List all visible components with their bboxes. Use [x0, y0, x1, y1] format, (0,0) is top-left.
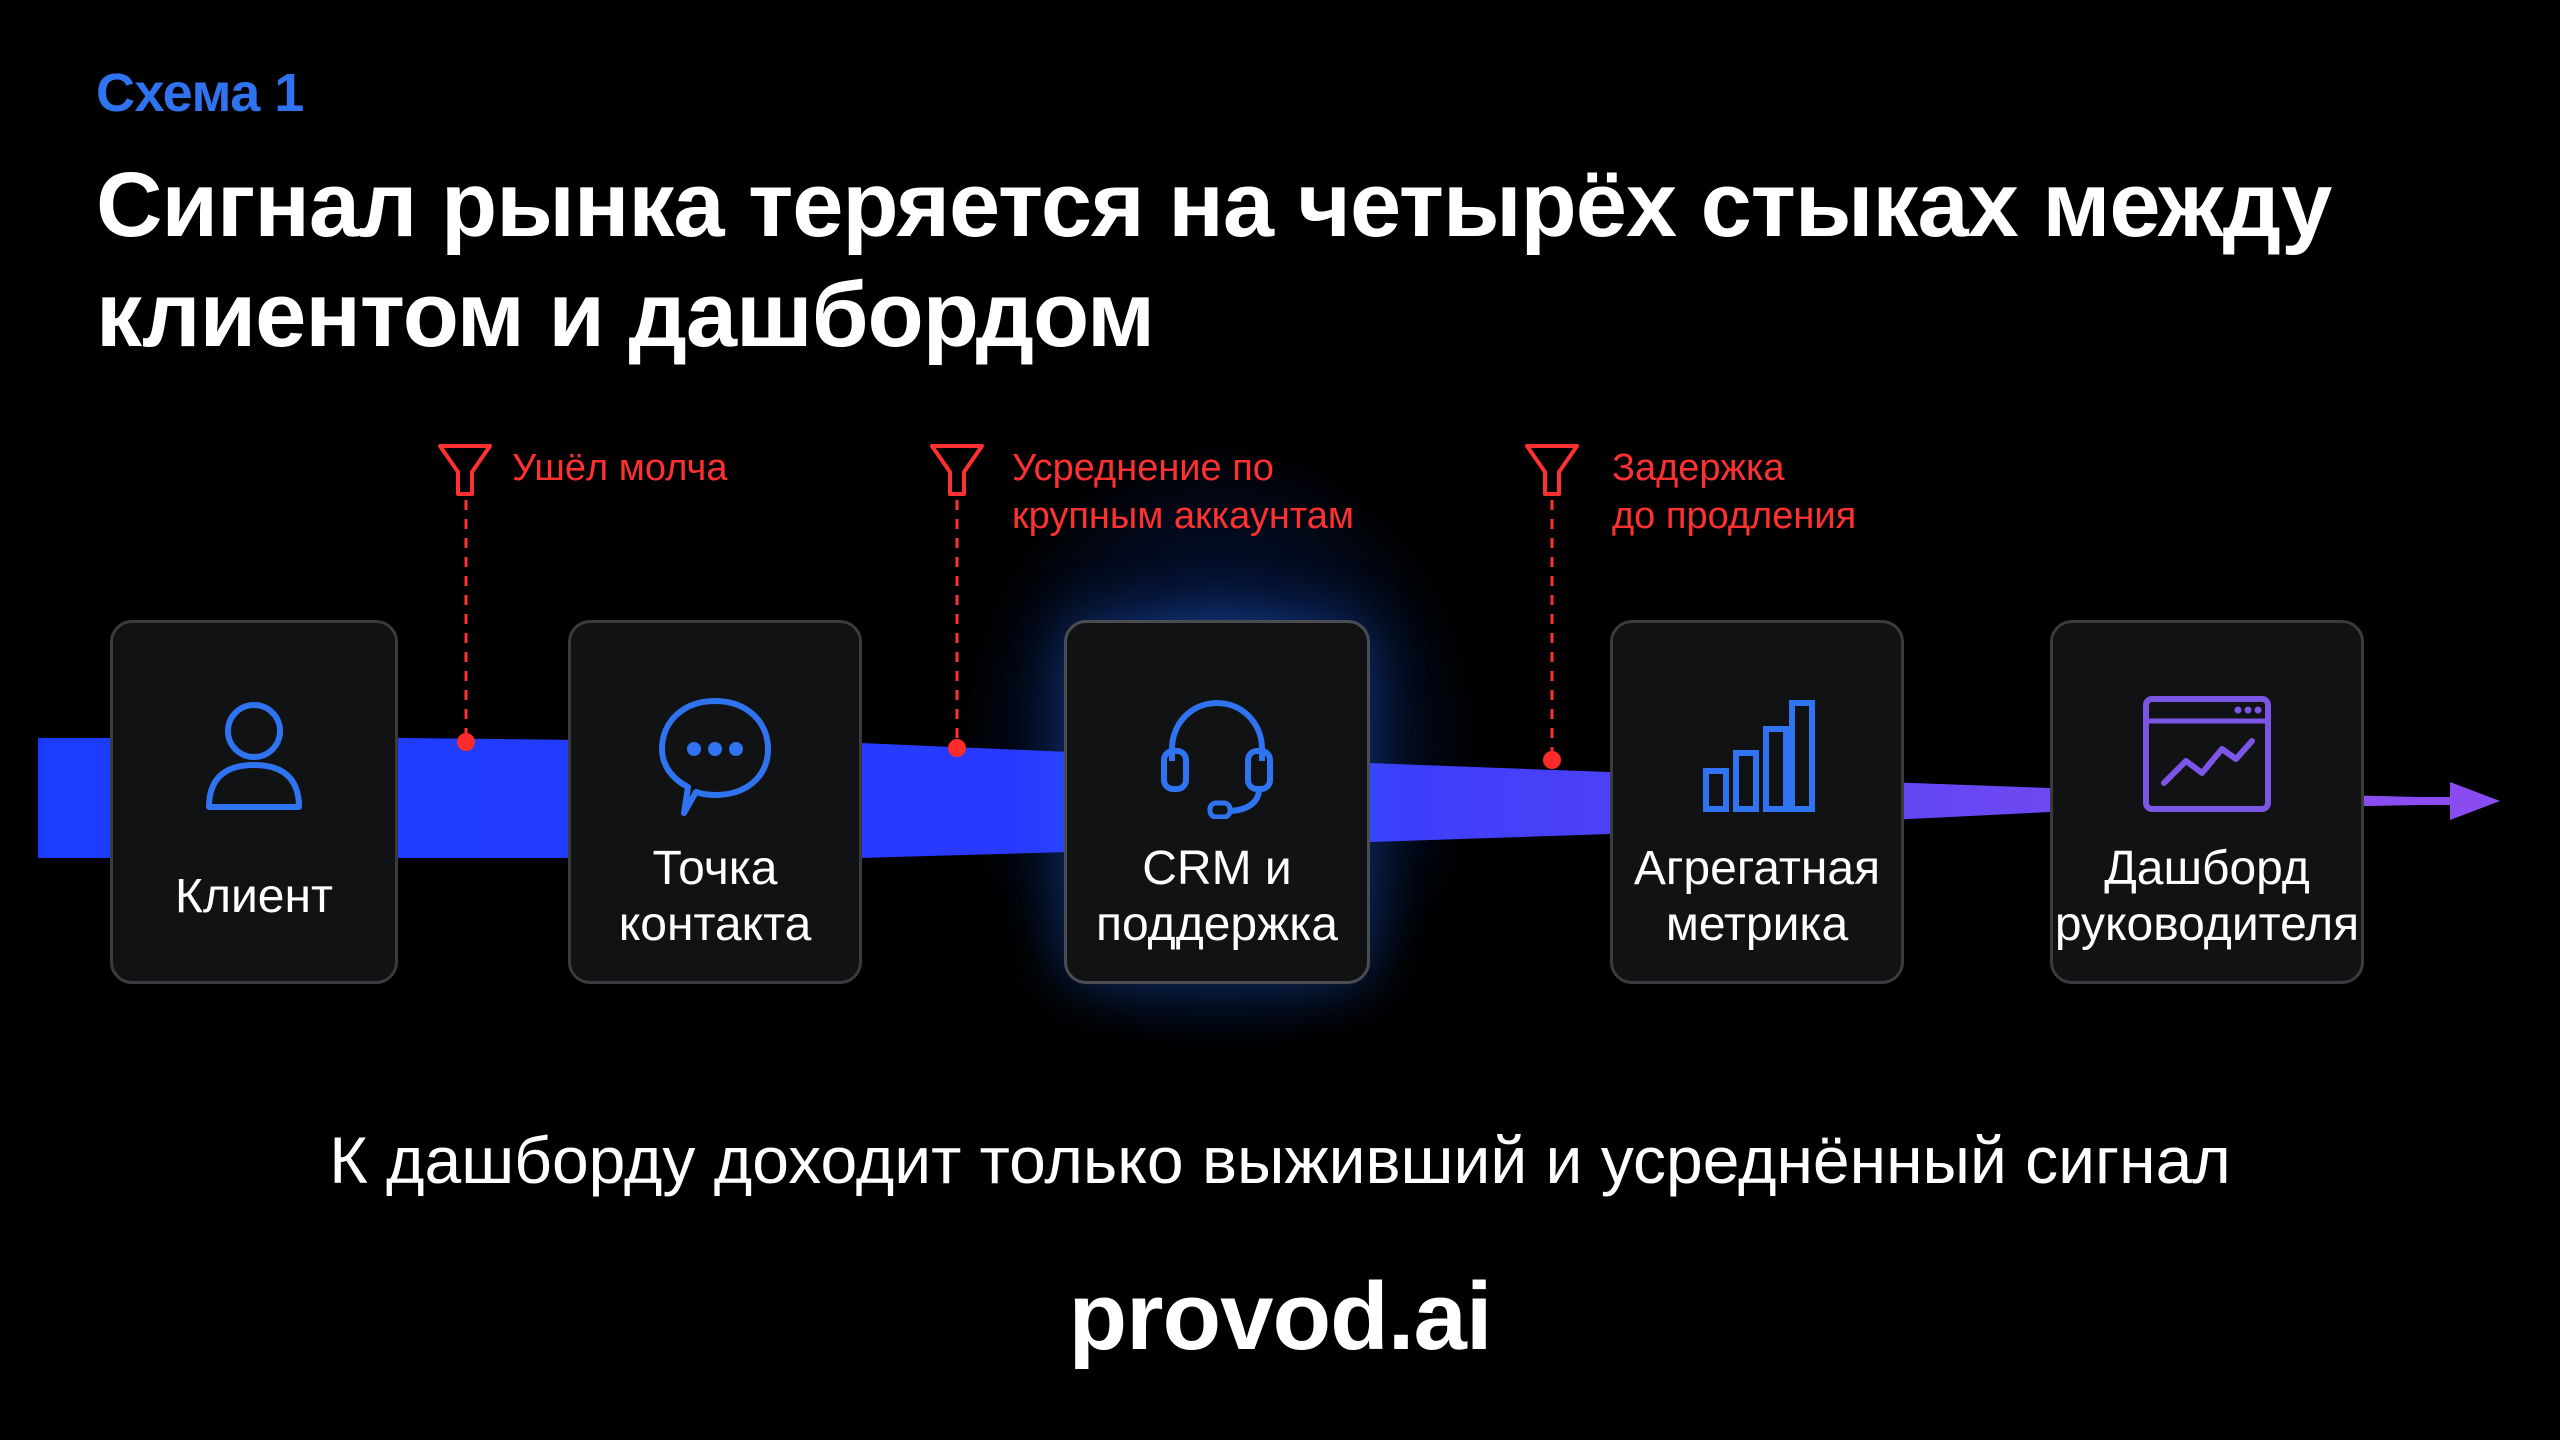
bar-chart-icon — [1613, 689, 1901, 819]
node-aggregate-metric: Агрегатная метрика — [1610, 620, 1904, 984]
node-label: Точка контакта — [618, 842, 812, 951]
loss-point — [948, 739, 966, 757]
dashboard-window-icon — [2053, 689, 2361, 819]
headset-icon — [1067, 689, 1367, 819]
loss-marker-2 — [930, 444, 984, 757]
node-client: Клиент — [110, 620, 398, 984]
loss-label-3: Задержка до продления — [1612, 447, 1857, 537]
node-contact-point: Точка контакта — [568, 620, 862, 984]
funnel-icon — [930, 444, 984, 496]
loss-marker-1 — [438, 444, 492, 751]
node-label: CRM и поддержка — [1096, 842, 1338, 951]
loss-label-2: Усреднение по крупным аккаунтам — [1012, 447, 1355, 537]
funnel-icon — [1525, 444, 1579, 496]
funnel-icon — [438, 444, 492, 496]
conclusion-text: К дашборду доходит только выживший и уср… — [329, 1123, 2231, 1197]
signal-arrow-head — [2450, 782, 2500, 820]
loss-label-1: Ушёл молча — [512, 447, 728, 489]
chat-bubble-icon — [571, 689, 859, 819]
loss-marker-3 — [1525, 444, 1579, 769]
brand-logo: provod.ai — [1068, 1263, 1492, 1370]
node-label: Агрегатная метрика — [1633, 842, 1881, 951]
signal-band-start — [38, 738, 44, 858]
headline: Сигнал рынка теряется на четырёх стыках … — [96, 154, 2332, 366]
loss-point — [1543, 751, 1561, 769]
loss-point — [457, 733, 475, 751]
node-executive-dashboard: Дашборд руководителя — [2050, 620, 2364, 984]
user-icon — [113, 689, 395, 819]
node-label: Дашборд руководителя — [2054, 842, 2360, 951]
node-label: Клиент — [175, 870, 333, 923]
node-crm-support: CRM и поддержка — [1064, 620, 1370, 984]
diagram-label: Схема 1 — [96, 63, 304, 123]
